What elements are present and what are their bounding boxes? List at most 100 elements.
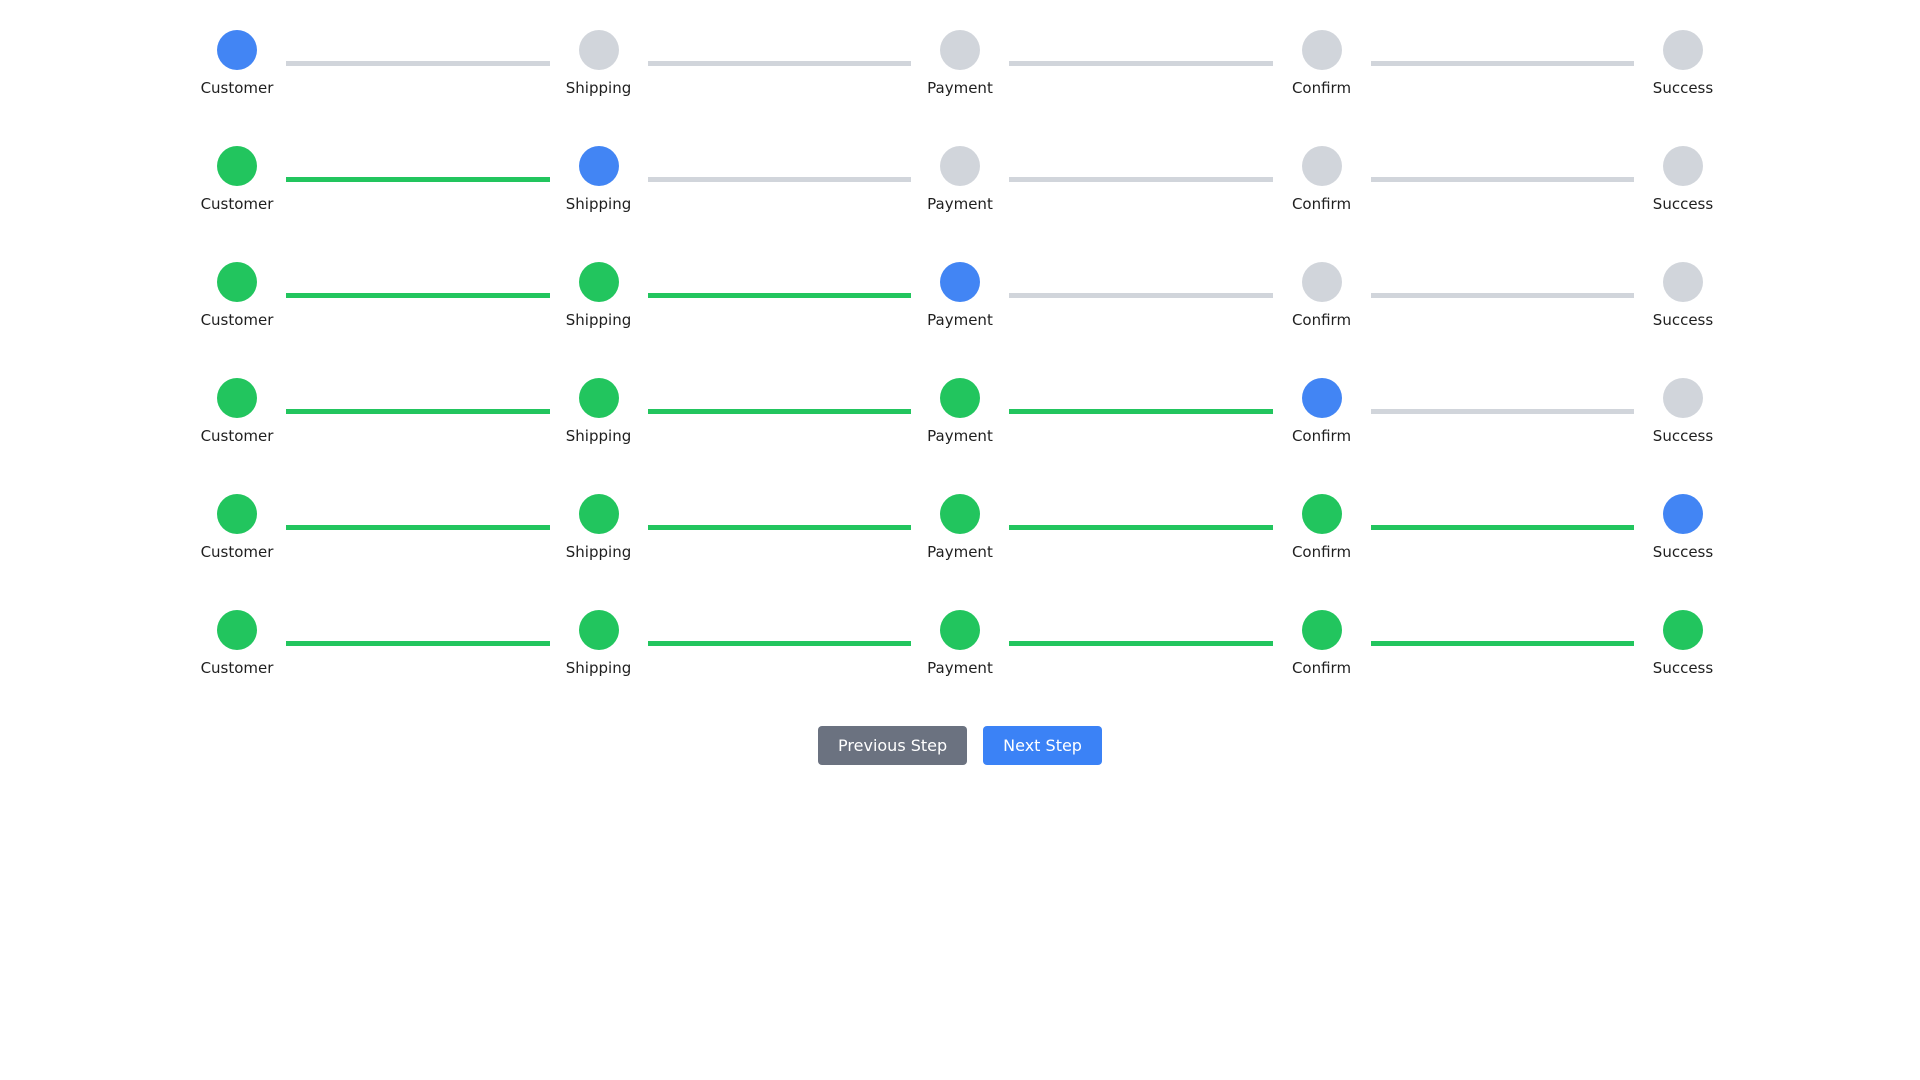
step-success: Success [1638, 494, 1728, 561]
step-shipping: Shipping [554, 146, 644, 213]
step-confirm: Confirm [1277, 146, 1367, 213]
step-circle-complete [217, 494, 257, 534]
step-label: Success [1652, 311, 1714, 329]
step-payment: Payment [915, 494, 1005, 561]
step-payment: Payment [915, 262, 1005, 329]
step-success: Success [1638, 146, 1728, 213]
step-connector-complete [286, 641, 550, 646]
step-confirm: Confirm [1277, 378, 1367, 445]
step-label: Confirm [1291, 79, 1352, 97]
step-label: Confirm [1291, 195, 1352, 213]
step-connector-upcoming [647, 177, 911, 182]
step-circle-complete [940, 610, 980, 650]
step-label: Customer [200, 659, 274, 677]
step-circle-upcoming [1663, 146, 1703, 186]
step-circle-upcoming [1301, 30, 1342, 70]
step-label: Customer [200, 311, 274, 329]
step-shipping: Shipping [554, 30, 644, 97]
step-circle-upcoming [1663, 262, 1703, 302]
previous-step-button[interactable]: Previous Step [818, 726, 968, 765]
step-connector-upcoming [647, 61, 911, 66]
step-connector-upcoming [1009, 177, 1273, 182]
stepper-row-2: Customer Shipping Payment Confirm Success [192, 146, 1728, 213]
step-label: Shipping [565, 427, 632, 445]
step-success: Success [1638, 30, 1728, 97]
step-connector-complete [286, 409, 550, 414]
step-customer: Customer [192, 146, 282, 213]
step-label: Confirm [1291, 311, 1352, 329]
step-circle-active [940, 262, 980, 302]
step-confirm: Confirm [1277, 262, 1367, 329]
step-circle-complete [940, 494, 980, 534]
step-circle-complete [940, 378, 980, 418]
step-connector-upcoming [1370, 409, 1634, 414]
step-shipping: Shipping [554, 262, 644, 329]
step-circle-complete [217, 610, 257, 650]
step-confirm: Confirm [1277, 494, 1367, 561]
step-label: Payment [927, 195, 993, 213]
step-payment: Payment [915, 378, 1005, 445]
step-connector-complete [286, 293, 550, 298]
step-controls: Previous Step Next Step [0, 726, 1920, 765]
step-connector-complete [1009, 641, 1273, 646]
step-label: Shipping [565, 79, 632, 97]
step-circle-complete [217, 262, 257, 302]
step-label: Customer [200, 195, 274, 213]
step-label: Payment [927, 79, 993, 97]
step-label: Success [1652, 543, 1714, 561]
step-circle-upcoming [940, 146, 980, 186]
step-circle-active [217, 30, 257, 70]
step-payment: Payment [915, 30, 1005, 97]
step-circle-active [1663, 494, 1703, 534]
step-circle-complete [578, 378, 619, 418]
step-confirm: Confirm [1277, 610, 1367, 677]
step-connector-complete [1370, 525, 1634, 530]
step-label: Customer [200, 79, 274, 97]
step-label: Customer [200, 427, 274, 445]
step-connector-complete [647, 641, 911, 646]
step-label: Success [1652, 659, 1714, 677]
step-customer: Customer [192, 30, 282, 97]
next-step-button[interactable]: Next Step [983, 726, 1102, 765]
step-label: Confirm [1291, 543, 1352, 561]
step-connector-upcoming [1370, 293, 1634, 298]
step-connector-upcoming [1370, 61, 1634, 66]
step-circle-complete [578, 494, 619, 534]
step-connector-complete [1009, 525, 1273, 530]
step-circle-complete [217, 146, 257, 186]
step-customer: Customer [192, 494, 282, 561]
step-shipping: Shipping [554, 494, 644, 561]
step-label: Success [1652, 195, 1714, 213]
step-label: Shipping [565, 659, 632, 677]
step-connector-complete [286, 525, 550, 530]
step-label: Success [1652, 427, 1714, 445]
step-confirm: Confirm [1277, 30, 1367, 97]
step-connector-upcoming [286, 61, 550, 66]
stepper-row-3: Customer Shipping Payment Confirm Success [192, 262, 1728, 329]
step-circle-active [578, 146, 619, 186]
step-connector-upcoming [1370, 177, 1634, 182]
step-success: Success [1638, 610, 1728, 677]
step-circle-complete [1301, 610, 1342, 650]
step-connector-upcoming [1009, 61, 1273, 66]
step-circle-upcoming [940, 30, 980, 70]
step-circle-complete [1663, 610, 1703, 650]
step-shipping: Shipping [554, 378, 644, 445]
step-shipping: Shipping [554, 610, 644, 677]
step-circle-upcoming [1663, 30, 1703, 70]
step-label: Customer [200, 543, 274, 561]
step-label: Shipping [565, 311, 632, 329]
step-label: Confirm [1291, 659, 1352, 677]
step-circle-upcoming [1301, 262, 1342, 302]
step-circle-active [1301, 378, 1342, 418]
step-circle-upcoming [1663, 378, 1703, 418]
step-customer: Customer [192, 262, 282, 329]
step-label: Payment [927, 311, 993, 329]
step-label: Shipping [565, 195, 632, 213]
step-label: Success [1652, 79, 1714, 97]
